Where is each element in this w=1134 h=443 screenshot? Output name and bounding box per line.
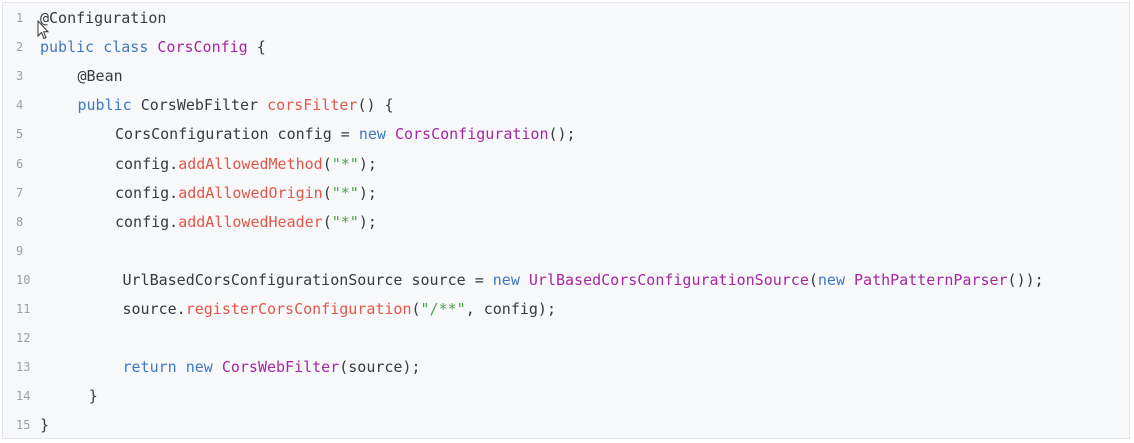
code-line: 5 CorsConfiguration config = new CorsConf… (3, 120, 1123, 149)
code-token-punc: ( (322, 183, 332, 202)
code-token-keyword: public (77, 96, 132, 115)
code-line: 11 source.registerCorsConfiguration("/**"… (3, 295, 1123, 324)
code-token-string: "/**" (420, 300, 466, 318)
code-token-punc: { (247, 38, 266, 57)
code-token-punc: ); (358, 154, 377, 173)
line-number: 4 (16, 98, 24, 113)
code-token-plain: config. (115, 183, 179, 202)
code-token-annotation: @Configuration (40, 9, 167, 27)
code-text: } (89, 382, 98, 411)
code-line: 4 public CorsWebFilter corsFilter() { (3, 91, 1123, 120)
code-text: @Configuration (40, 4, 166, 33)
code-token-punc: (source); (339, 358, 421, 377)
code-text: public class CorsConfig { (40, 33, 266, 62)
code-token-plain: CorsConfiguration config = (115, 125, 359, 144)
code-token-plain: UrlBasedCorsConfigurationSource source = (122, 270, 493, 289)
code-token-keyword: return (122, 358, 177, 377)
line-number: 10 (16, 272, 31, 287)
code-token-plain (520, 271, 529, 289)
line-number: 3 (16, 69, 24, 84)
line-number: 5 (16, 127, 24, 142)
code-token-plain: source. (122, 300, 186, 318)
line-number: 6 (16, 156, 24, 171)
code-token-punc: () { (357, 96, 394, 115)
code-line: 2 public class CorsConfig { (3, 33, 1123, 62)
code-token-keyword: new (817, 270, 845, 289)
code-text: config.addAllowedMethod("*"); (115, 150, 377, 179)
code-line: 9 (3, 237, 1123, 266)
code-token-punc: , config); (465, 300, 556, 318)
code-token-keyword: new (185, 358, 213, 377)
code-token-plain (845, 271, 854, 289)
code-line: 13 return new CorsWebFilter(source); (3, 353, 1123, 382)
code-token-keyword: new (358, 125, 386, 144)
code-text: } (40, 411, 49, 440)
code-line: 8 config.addAllowedHeader("*"); (3, 208, 1123, 237)
code-token-punc: (); (548, 125, 576, 144)
code-line: 15} (3, 411, 1123, 440)
code-token-punc: ( (322, 212, 332, 231)
code-text: @Bean (78, 62, 123, 91)
code-token-type: CorsConfiguration (394, 125, 549, 144)
code-text: source.registerCorsConfiguration("/**", … (123, 295, 557, 324)
code-token-plain (94, 38, 103, 56)
code-token-string: "*" (331, 183, 359, 202)
code-token-punc: } (40, 416, 50, 435)
code-line: 14} (3, 382, 1123, 411)
code-token-annotation: @Bean (77, 67, 123, 86)
code-token-string: "*" (331, 212, 359, 231)
code-token-punc: ( (411, 300, 421, 318)
code-line: 10 UrlBasedCorsConfigurationSource source… (3, 266, 1123, 295)
code-token-method: addAllowedHeader (178, 212, 323, 231)
code-text: return new CorsWebFilter(source); (123, 353, 421, 382)
line-number: 9 (16, 243, 24, 258)
code-token-type: CorsWebFilter (221, 358, 340, 377)
code-token-keyword: class (103, 38, 149, 57)
line-number: 1 (16, 11, 24, 25)
code-token-string: "*" (331, 154, 359, 173)
code-text: UrlBasedCorsConfigurationSource source =… (123, 266, 1044, 295)
code-token-method: corsFilter (267, 96, 358, 115)
code-line: 7 config.addAllowedOrigin("*"); (3, 179, 1123, 208)
code-token-type: UrlBasedCorsConfigurationSource (528, 270, 809, 289)
code-token-plain: config. (115, 154, 179, 173)
code-token-plain: config. (115, 212, 179, 231)
code-token-type: CorsConfig (157, 38, 248, 57)
code-token-method: addAllowedOrigin (178, 183, 323, 202)
code-text: public CorsWebFilter corsFilter() { (78, 91, 394, 120)
code-token-punc: ( (322, 154, 332, 173)
code-text: CorsConfiguration config = new CorsConfi… (115, 120, 576, 149)
code-line: 1 @Configuration (3, 4, 1123, 33)
code-text: config.addAllowedOrigin("*"); (115, 179, 377, 208)
code-token-plain (177, 358, 186, 376)
code-token-method: addAllowedMethod (178, 154, 323, 173)
code-line: 6 config.addAllowedMethod("*"); (3, 150, 1123, 179)
line-number: 7 (16, 185, 24, 200)
line-number: 13 (16, 360, 31, 375)
code-line: 12 (3, 324, 1123, 353)
code-text: config.addAllowedHeader("*"); (115, 208, 377, 237)
code-token-keyword: new (492, 270, 520, 289)
line-number: 8 (16, 214, 24, 229)
line-number: 14 (16, 389, 31, 404)
code-token-type: PathPatternParser (854, 270, 1008, 289)
code-token-punc: ); (358, 212, 377, 231)
code-token-plain: CorsWebFilter (131, 96, 268, 115)
code-token-punc: ( (808, 270, 818, 289)
line-number: 2 (16, 40, 24, 55)
code-token-plain (386, 125, 395, 143)
code-token-method: registerCorsConfiguration (185, 300, 412, 318)
code-token-keyword: public (40, 38, 95, 57)
code-line: 3 @Bean (3, 62, 1123, 91)
code-token-punc: ); (358, 183, 377, 202)
code-token-punc: ()); (1007, 270, 1044, 289)
code-token-punc: } (88, 387, 98, 406)
line-number: 15 (16, 418, 31, 433)
code-token-plain (213, 358, 222, 376)
line-number: 11 (16, 302, 31, 316)
line-number: 12 (16, 331, 31, 346)
